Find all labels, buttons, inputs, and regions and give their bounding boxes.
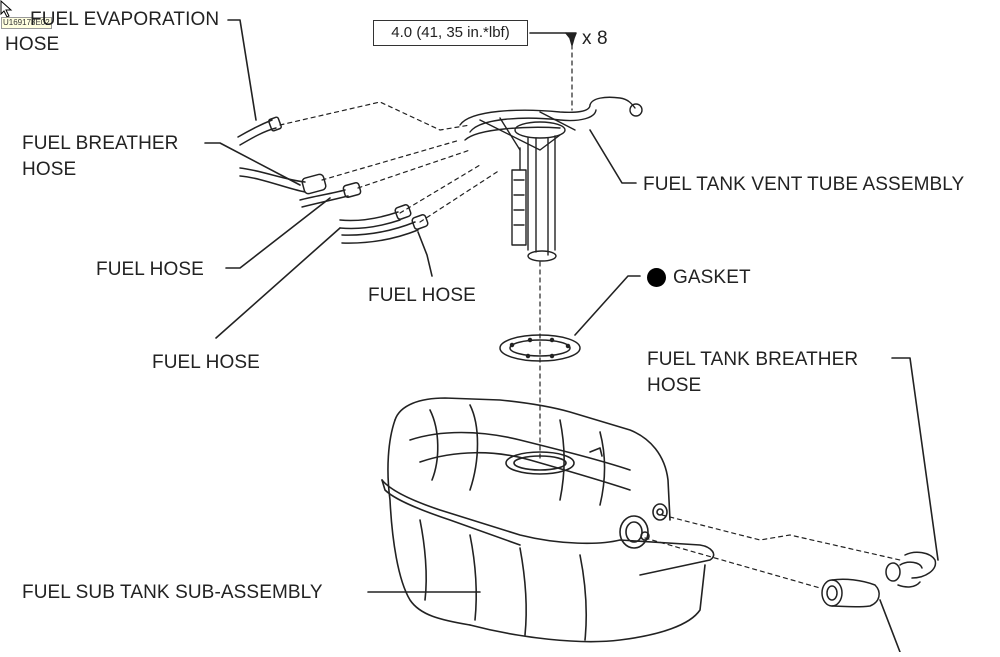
fuel-breather-hose-label-line1: FUEL BREATHER bbox=[22, 133, 179, 154]
leader-vent-tube bbox=[589, 129, 637, 184]
fuel-sub-tank-part bbox=[381, 397, 715, 643]
bolt-count-label: x 8 bbox=[582, 28, 608, 49]
fuel-hose-a-part bbox=[299, 182, 362, 208]
leader-evaporation-hose bbox=[227, 19, 257, 121]
fuel-hose-b-part bbox=[339, 204, 412, 230]
tank-breather-hose-label-line2: HOSE bbox=[647, 375, 702, 396]
tank-breather-hose-label-line1: FUEL TANK BREATHER bbox=[647, 349, 859, 370]
leader-fuel-hose-a bbox=[225, 197, 331, 269]
leader-fuel-hose-c bbox=[215, 227, 341, 339]
outlet-hose-part bbox=[821, 578, 880, 608]
leader-bottom-hose bbox=[879, 599, 901, 653]
leader-tank-breather-hose bbox=[891, 357, 939, 561]
fuel-breather-hose-part bbox=[239, 167, 327, 195]
non-reusable-part-dot-icon bbox=[647, 268, 666, 287]
fuel-hose-label-a: FUEL HOSE bbox=[96, 259, 204, 280]
leader-breather-hose bbox=[204, 142, 301, 186]
alignment-lines bbox=[279, 44, 901, 589]
fuel-hose-label-b: FUEL HOSE bbox=[368, 285, 476, 306]
leader-lines bbox=[204, 19, 939, 653]
figure-id-tag: U169178E02 bbox=[1, 17, 52, 29]
bolt-icon bbox=[565, 32, 577, 46]
fuel-evaporation-hose-label-line1: FUEL EVAPORATION bbox=[30, 9, 220, 30]
fuel-evaporation-hose-part bbox=[237, 116, 282, 146]
fuel-sub-tank-label: FUEL SUB TANK SUB-ASSEMBLY bbox=[22, 582, 323, 603]
torque-spec-box: 4.0 (41, 35 in.*lbf) bbox=[373, 20, 528, 46]
fuel-hose-c-part bbox=[341, 214, 429, 244]
gasket-part bbox=[499, 334, 581, 362]
gasket-label: GASKET bbox=[673, 267, 751, 288]
vent-tube-assembly-part bbox=[459, 96, 643, 262]
fuel-hose-label-c: FUEL HOSE bbox=[152, 352, 260, 373]
leader-gasket bbox=[574, 275, 641, 336]
vent-tube-assembly-label: FUEL TANK VENT TUBE ASSEMBLY bbox=[643, 174, 965, 195]
fuel-breather-hose-label-line2: HOSE bbox=[22, 159, 77, 180]
tank-breather-hose-part bbox=[885, 551, 937, 588]
cursor-icon bbox=[0, 0, 13, 18]
leader-fuel-hose-b bbox=[417, 231, 433, 277]
fuel-evaporation-hose-label-line2: HOSE bbox=[5, 34, 60, 55]
